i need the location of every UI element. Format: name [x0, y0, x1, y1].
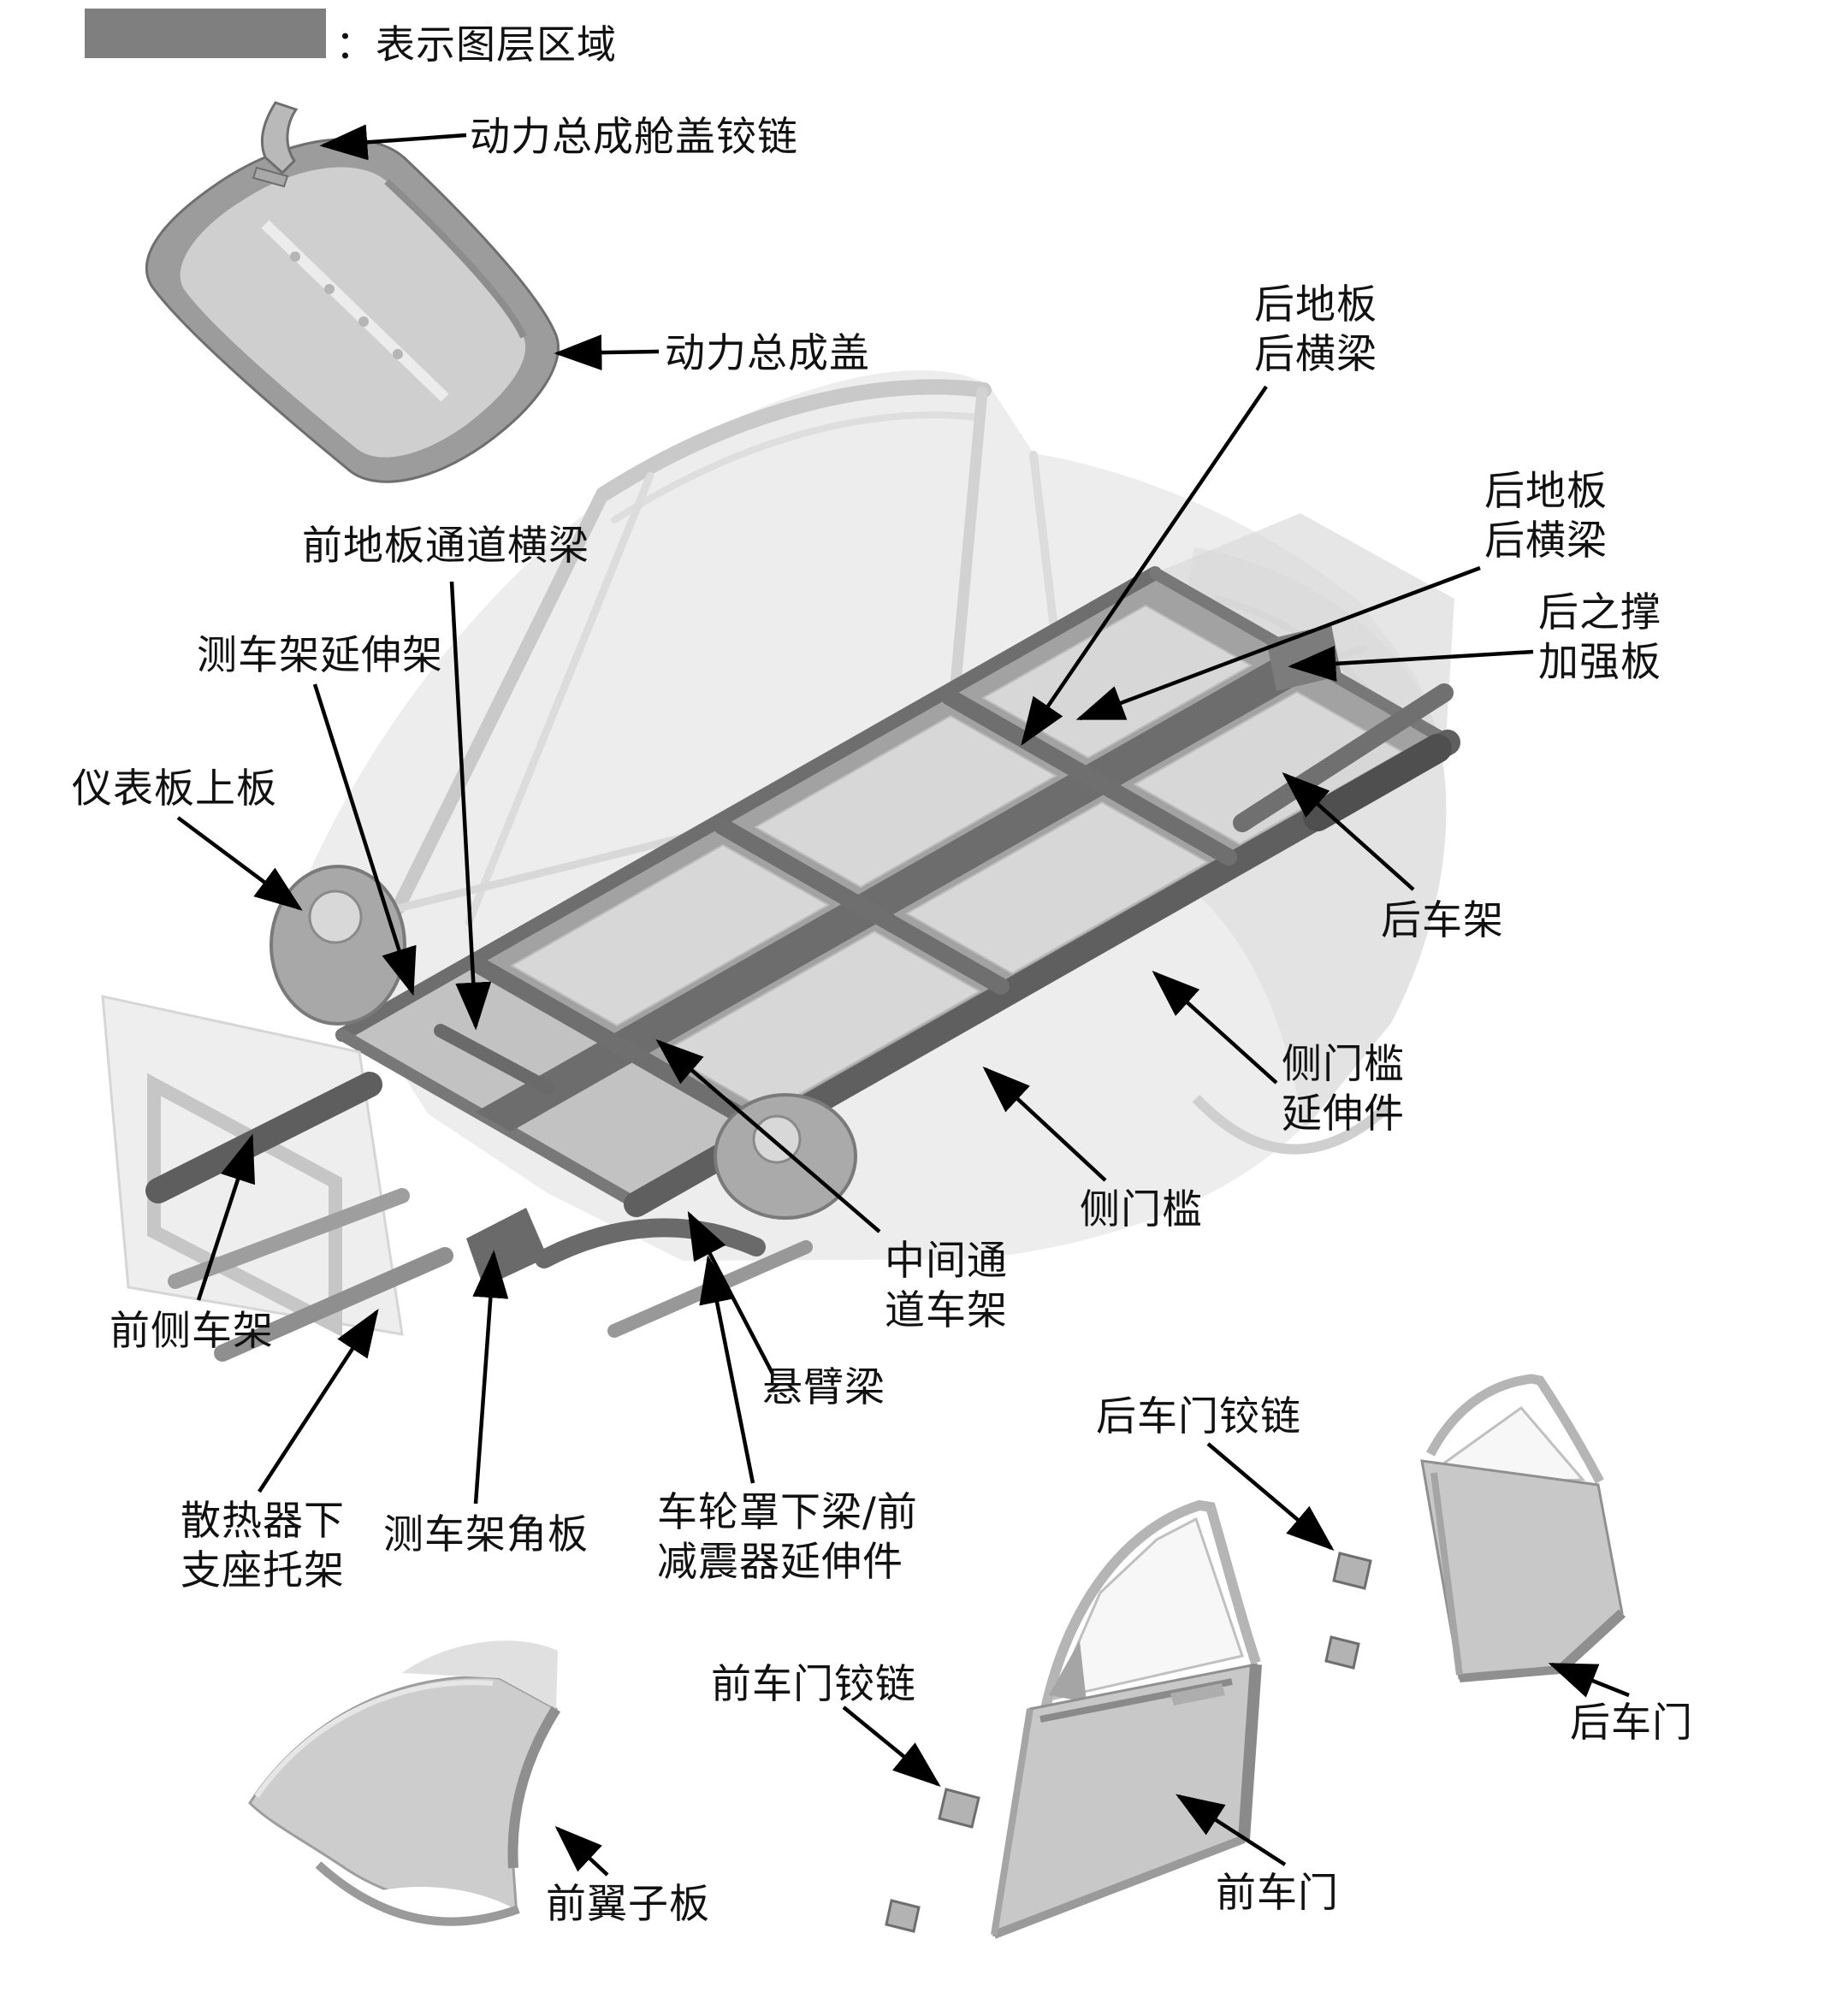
label-side-sill-extension: 侧门槛 延伸件	[1282, 1041, 1405, 1138]
leader-rear-door-hinge	[1206, 1442, 1335, 1552]
label-rear-frame: 后车架	[1381, 897, 1504, 944]
label-front-door-hinge: 前车门铰链	[711, 1661, 916, 1708]
leader-front-door	[1176, 1794, 1287, 1866]
leader-side-frame-gusset	[472, 1250, 509, 1505]
label-front-fender: 前翼子板	[546, 1881, 710, 1928]
crossmember-2	[714, 818, 1010, 995]
leader-side-frame-extension	[312, 683, 417, 996]
label-front-side-frame: 前侧车架	[110, 1308, 274, 1355]
rear-parcel-ghost	[1155, 513, 1454, 740]
label-powertrain-hood: 动力总成盖	[665, 330, 870, 377]
rear-frame-member	[1233, 683, 1454, 832]
door-mirror-patch	[1049, 1641, 1087, 1702]
label-side-frame-extension: 测车架延伸架	[197, 632, 443, 679]
front-side-frame-member	[145, 1072, 382, 1203]
leader-middle-tunnel-frame	[655, 1038, 881, 1233]
side-sill-extension-member	[1303, 734, 1452, 831]
leader-rear-strut-reinforcement	[1288, 645, 1534, 682]
rear-door-illustration	[1420, 1374, 1626, 1682]
leader-instrument-panel-upper	[176, 816, 303, 911]
leader-rear-door	[1548, 1662, 1630, 1698]
body-in-white-illustration	[101, 370, 1460, 1362]
crossmember-1	[470, 956, 766, 1133]
leader-front-door-hinge	[842, 1706, 941, 1787]
leader-powertrain-hood-hinge	[319, 124, 467, 161]
leader-radiator-lower-mount-bracket	[258, 1309, 379, 1493]
leader-rear-floor-rear-crossmember-2	[1075, 565, 1481, 721]
front-door-hinge-lower-part	[885, 1899, 921, 1933]
hood-rod-holes	[290, 251, 403, 359]
label-side-frame-gusset: 测车架角板	[383, 1511, 589, 1558]
front-door-illustration	[991, 1499, 1262, 1939]
cantilever-beam-member	[535, 1218, 766, 1268]
legend-layer-swatch	[85, 9, 326, 58]
label-rear-floor-rear-crossmember-1: 后地板 后横梁	[1254, 281, 1377, 379]
leader-front-side-frame	[196, 1133, 256, 1301]
label-front-floor-tunnel-crossmember: 前地板通道横梁	[302, 523, 589, 570]
front-fender-illustration	[248, 1641, 561, 2016]
hood-illustration	[145, 138, 560, 483]
door-hinge-parts	[885, 1552, 1372, 1933]
radiator-lower-bracket-member	[214, 1247, 453, 1362]
front-tunnel-crossmember-member	[434, 1024, 554, 1095]
leader-front-floor-tunnel-crossmember	[449, 581, 492, 1031]
front-door-handle	[1170, 1683, 1225, 1706]
label-instrument-panel-upper: 仪表板上板	[72, 766, 277, 813]
leader-front-fender	[554, 1825, 609, 1877]
label-wheelhouse-lower-member: 车轮罩下梁/前 减震器延伸件	[657, 1489, 918, 1587]
leader-side-sill-extension	[1152, 970, 1278, 1085]
fender-arch-edge	[315, 1861, 520, 1926]
leader-wheelhouse-lower-member	[699, 1255, 755, 1484]
rear-door-hinge-upper-part	[1332, 1552, 1372, 1590]
label-rear-door: 后车门	[1570, 1700, 1693, 1747]
center-tunnel-member	[476, 650, 1324, 1132]
label-front-door: 前车门	[1216, 1870, 1339, 1917]
leader-rear-frame	[1282, 772, 1415, 891]
front-door-hinge-upper-part	[938, 1788, 980, 1829]
rear-wheel-arch	[1192, 1094, 1392, 1155]
label-cantilever-beam: 悬臂梁	[762, 1364, 885, 1411]
leader-lines	[176, 124, 1630, 1877]
leader-powertrain-hood	[554, 334, 660, 371]
label-middle-tunnel-frame: 中间通 道车架	[885, 1238, 1008, 1335]
label-rear-strut-reinforcement: 后之撑 加强板	[1538, 589, 1661, 687]
side-frame-gusset-member	[466, 1208, 548, 1287]
rear-floor-crossmember-member	[941, 689, 1237, 866]
label-rear-floor-rear-crossmember-2: 后地板 后横梁	[1484, 468, 1608, 565]
rear-door-hinge-lower-part	[1324, 1635, 1360, 1670]
label-radiator-lower-mount-bracket: 散热器下 支座托架	[181, 1498, 345, 1595]
leader-side-sill	[982, 1066, 1107, 1182]
label-powertrain-hood-hinge: 动力总成舱盖铰链	[470, 114, 798, 161]
label-rear-door-hinge: 后车门铰链	[1096, 1393, 1301, 1440]
legend-text: ：表示图层区域	[335, 21, 617, 68]
strut-towers	[269, 865, 857, 1220]
leader-rear-floor-rear-crossmember-1	[1021, 385, 1268, 746]
label-side-sill: 侧门槛	[1080, 1186, 1203, 1233]
hood-hinge-part	[252, 101, 299, 188]
